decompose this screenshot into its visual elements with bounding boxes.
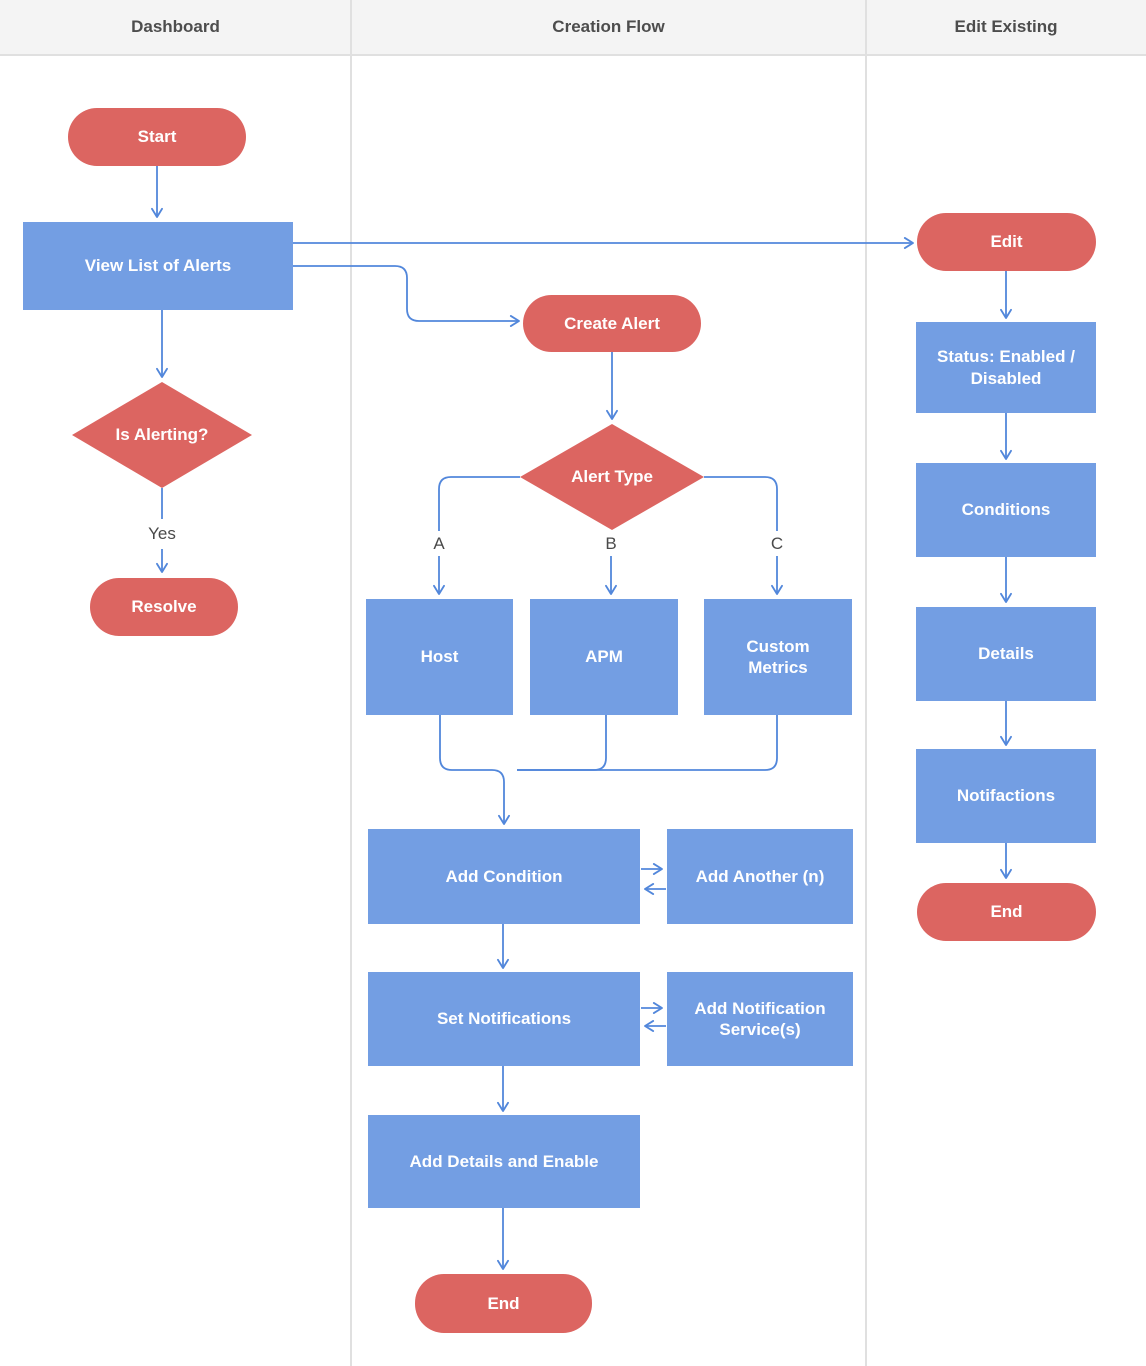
edge-label-c: C: [770, 534, 784, 553]
edge-alert-type-branch-a: [438, 476, 520, 531]
node-apm: APM: [530, 599, 678, 715]
node-notifactions: Notifactions: [916, 749, 1096, 843]
edge-label-b: B: [605, 534, 617, 553]
node-alert-type: Alert Type: [520, 424, 704, 530]
node-details: Details: [916, 607, 1096, 701]
node-add-condition: Add Condition: [368, 829, 640, 924]
node-add-another: Add Another (n): [667, 829, 853, 924]
lane-header-edit-existing-label: Edit Existing: [954, 17, 1058, 36]
lane-header-creation-flow: Creation Flow: [351, 0, 866, 56]
node-custom-metrics: Custom Metrics: [704, 599, 852, 715]
lane-divider-left: [350, 0, 352, 1366]
node-resolve: Resolve: [90, 578, 238, 636]
node-add-details-and-enable: Add Details and Enable: [368, 1115, 640, 1208]
node-add-notification-service: Add Notification Service(s): [667, 972, 853, 1066]
node-conditions: Conditions: [916, 463, 1096, 557]
node-end-creation: End: [415, 1274, 592, 1333]
lane-header-dashboard-label: Dashboard: [131, 17, 220, 36]
lane-header-creation-flow-label: Creation Flow: [552, 17, 665, 36]
lane-header-dashboard: Dashboard: [0, 0, 351, 56]
node-create-alert: Create Alert: [523, 295, 701, 352]
node-end-edit: End: [917, 883, 1096, 941]
node-is-alerting: Is Alerting?: [72, 382, 252, 488]
edge-host-merge: [439, 715, 510, 825]
node-status-enabled-disabled: Status: Enabled / Disabled: [916, 322, 1096, 413]
lane-divider-right: [865, 0, 867, 1366]
edge-custom-metrics-merge: [517, 715, 778, 771]
node-start: Start: [68, 108, 246, 166]
node-host: Host: [366, 599, 513, 715]
edge-view-list-to-create-alert: [293, 265, 520, 327]
edge-label-yes: Yes: [148, 524, 176, 543]
edge-alert-type-branch-c: [704, 476, 778, 531]
node-edit: Edit: [917, 213, 1096, 271]
node-view-list-of-alerts: View List of Alerts: [23, 222, 293, 310]
lane-header-edit-existing: Edit Existing: [866, 0, 1146, 56]
node-set-notifications: Set Notifications: [368, 972, 640, 1066]
edge-apm-merge: [517, 715, 607, 771]
edge-label-a: A: [433, 534, 445, 553]
